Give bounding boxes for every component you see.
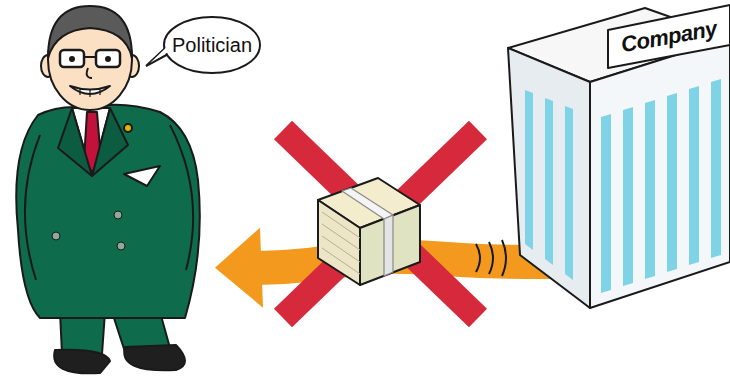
sign-text: Company	[618, 16, 721, 59]
glasses-lens	[96, 50, 120, 67]
window-stripe	[565, 106, 573, 280]
company-node: Company	[560, 0, 730, 310]
window-stripe	[525, 90, 533, 250]
window-stripe	[645, 100, 655, 279]
button	[114, 211, 122, 219]
note-edges	[322, 212, 360, 274]
bundle-left	[318, 200, 360, 285]
window-stripe	[711, 79, 721, 258]
building-front	[590, 38, 730, 308]
glasses-bridge	[84, 56, 96, 58]
bundle-band	[342, 188, 393, 219]
lapel	[92, 108, 128, 176]
cross-stroke	[283, 130, 478, 318]
window-stripe	[667, 93, 677, 272]
cross-stroke	[283, 130, 478, 318]
bubble-tail-mask	[150, 40, 174, 63]
arrow-head	[215, 228, 263, 308]
window-stripe	[545, 98, 553, 265]
shoe	[124, 345, 185, 370]
cross-mark	[283, 130, 478, 318]
button	[117, 242, 125, 250]
lapel	[58, 108, 92, 176]
nose	[87, 68, 92, 78]
teeth-lines	[80, 89, 100, 97]
jacket	[16, 105, 200, 318]
pocket-square	[124, 166, 160, 186]
arm-line	[25, 135, 40, 280]
glasses-lens	[60, 50, 84, 67]
bundle-right	[360, 205, 420, 285]
motion-lines	[476, 240, 506, 276]
shoe	[54, 350, 110, 374]
building-side	[508, 48, 590, 308]
window-stripe	[689, 86, 699, 265]
money-bundle	[318, 178, 420, 285]
company-sign	[608, 5, 730, 68]
speech-text: Politician	[162, 33, 262, 57]
politician-node: Politician	[0, 0, 215, 377]
window-stripe	[601, 114, 611, 293]
lapel-pin	[124, 124, 132, 132]
company-building	[508, 5, 730, 308]
windows	[525, 79, 721, 293]
arm-line	[170, 125, 193, 270]
eye	[106, 57, 110, 61]
eye	[70, 57, 74, 61]
window-stripe	[623, 107, 633, 286]
bundle-band	[384, 215, 393, 276]
button	[52, 232, 60, 240]
